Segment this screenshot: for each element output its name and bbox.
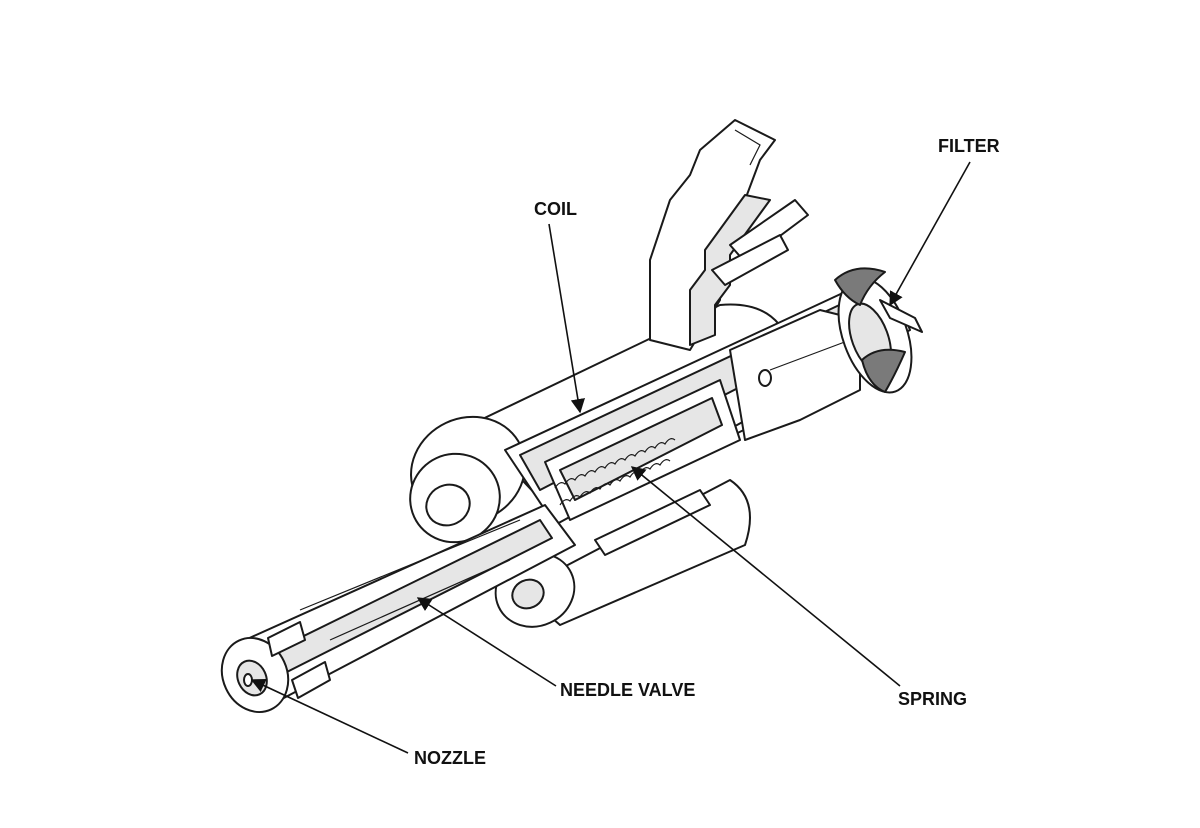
injector-body — [504, 284, 911, 526]
leader-filter — [889, 161, 971, 307]
electrical-connector — [649, 119, 809, 351]
filter-end — [834, 267, 923, 394]
leader-coil — [548, 223, 585, 414]
label-coil: COIL — [534, 199, 577, 219]
spring — [554, 438, 676, 506]
label-nozzle: NOZZLE — [414, 748, 486, 768]
leader-needle-valve — [416, 597, 557, 687]
label-needle-valve: NEEDLE VALVE — [560, 680, 695, 700]
leader-nozzle — [250, 678, 409, 754]
leader-spring — [630, 466, 901, 687]
nozzle-shaft — [220, 504, 576, 713]
label-spring: SPRING — [898, 689, 967, 709]
label-filter: FILTER — [938, 136, 1000, 156]
